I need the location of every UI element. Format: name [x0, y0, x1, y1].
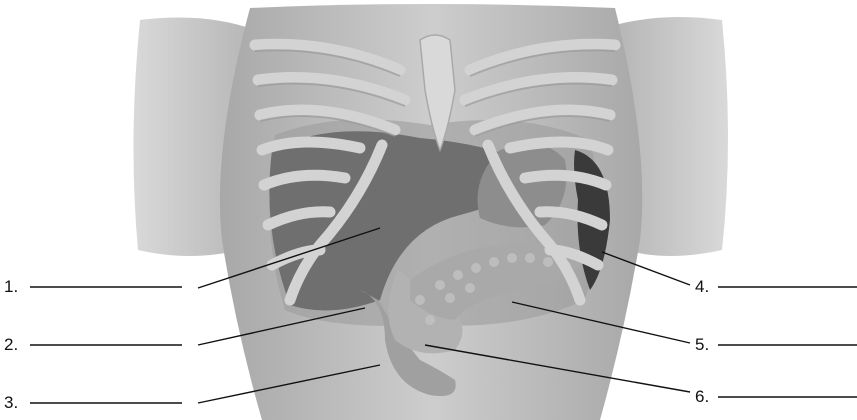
label-5-number: 5. — [695, 335, 709, 354]
label-1-number: 1. — [4, 277, 18, 296]
label-2-number: 2. — [4, 335, 18, 354]
label-6-number: 6. — [695, 387, 709, 406]
label-3-number: 3. — [4, 393, 18, 412]
label-4-number: 4. — [695, 277, 709, 296]
